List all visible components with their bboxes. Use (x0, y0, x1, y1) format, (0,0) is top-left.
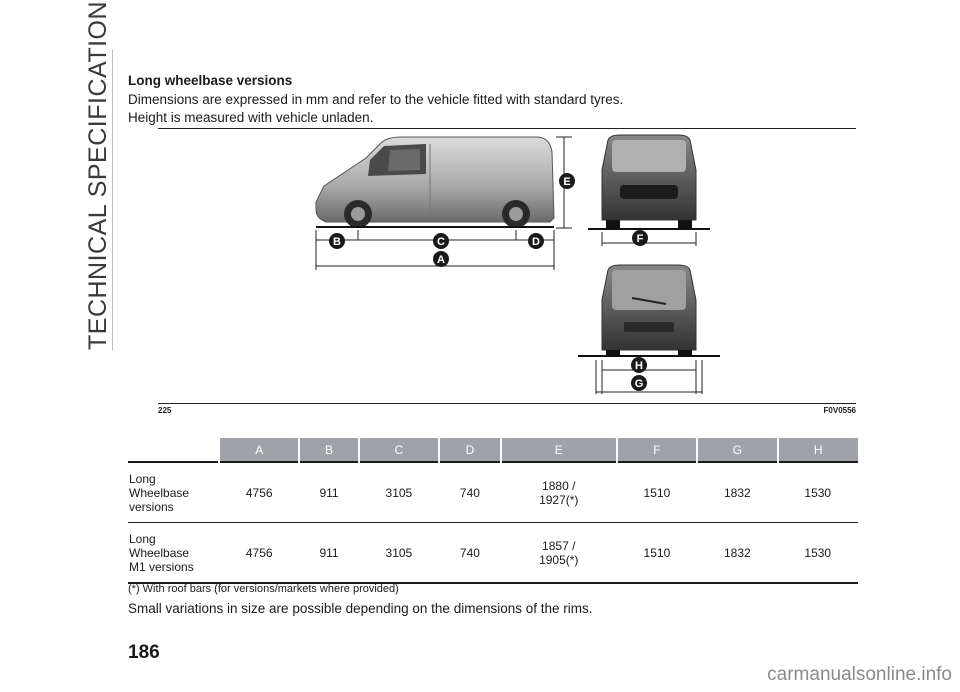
callout-B: B (329, 233, 345, 249)
svg-text:E: E (563, 176, 570, 188)
van-rear-view (578, 264, 720, 357)
callout-G: G (631, 375, 647, 391)
callout-A: A (433, 251, 449, 267)
header-H: H (776, 438, 858, 462)
figure-number: 225 (158, 406, 172, 415)
svg-text:B: B (333, 236, 341, 248)
row-label: Long Wheelbase versions (128, 461, 219, 523)
table-row: Long Wheelbase versions 4756 911 3105 74… (128, 461, 858, 523)
cell-G: 1832 (697, 522, 778, 584)
callout-D: D (528, 233, 544, 249)
header-E: E (499, 438, 617, 462)
svg-text:G: G (635, 378, 644, 390)
table-header-row: A B C D E F G H (128, 438, 858, 462)
svg-text:D: D (532, 236, 540, 248)
header-F: F (615, 438, 698, 462)
intro-line-2: Height is measured with vehicle unladen. (128, 110, 374, 125)
cell-D: 740 (439, 522, 501, 584)
section-heading: Long wheelbase versions (128, 73, 293, 88)
section-side-title: TECHNICAL SPECIFICATIONS (84, 0, 112, 350)
cell-A: 4756 (219, 461, 300, 523)
cell-D: 740 (439, 461, 501, 523)
callout-C: C (433, 233, 449, 249)
cell-E: 1880 / 1927(*) (500, 461, 617, 523)
header-C: C (357, 438, 440, 462)
svg-text:H: H (635, 360, 643, 372)
cell-F: 1510 (616, 461, 698, 523)
cell-B: 911 (299, 461, 359, 523)
intro-text: Dimensions are expressed in mm and refer… (128, 91, 623, 127)
header-G: G (696, 438, 778, 462)
figure-bottom-rule (158, 403, 856, 404)
callout-E: E (559, 173, 575, 189)
side-divider (112, 50, 113, 350)
figure-top-rule (158, 128, 856, 129)
dimensions-table: A B C D E F G H Long Wheelbase versions … (128, 438, 858, 584)
cell-G: 1832 (697, 461, 778, 523)
cell-C: 3105 (358, 522, 440, 584)
callout-H: H (631, 357, 647, 373)
cell-E: 1857 / 1905(*) (500, 522, 617, 584)
van-front-view (588, 134, 710, 230)
svg-text:C: C (437, 236, 445, 248)
callout-F: F (632, 230, 648, 246)
cell-H: 1530 (777, 461, 858, 523)
header-B: B (298, 438, 359, 462)
page-number: 186 (128, 642, 160, 663)
cell-F: 1510 (616, 522, 698, 584)
header-A: A (217, 438, 300, 462)
header-blank (128, 438, 219, 462)
svg-text:F: F (637, 233, 644, 245)
header-D: D (438, 438, 501, 462)
table-row: Long Wheelbase M1 versions 4756 911 3105… (128, 522, 858, 584)
intro-line-1: Dimensions are expressed in mm and refer… (128, 92, 624, 107)
size-variation-note: Small variations in size are possible de… (128, 601, 593, 616)
svg-text:A: A (437, 254, 445, 266)
cell-B: 911 (299, 522, 359, 584)
table-footnote: (*) With roof bars (for versions/markets… (128, 583, 399, 595)
cell-H: 1530 (777, 522, 858, 584)
cell-A: 4756 (219, 522, 300, 584)
site-watermark: carmanualsonline.info (767, 664, 952, 685)
row-label: Long Wheelbase M1 versions (128, 522, 219, 584)
vehicle-dimensions-figure: A B C D E F G H (315, 134, 720, 394)
van-side-view (315, 136, 555, 228)
figure-code: F0V0556 (823, 406, 856, 415)
cell-C: 3105 (358, 461, 440, 523)
